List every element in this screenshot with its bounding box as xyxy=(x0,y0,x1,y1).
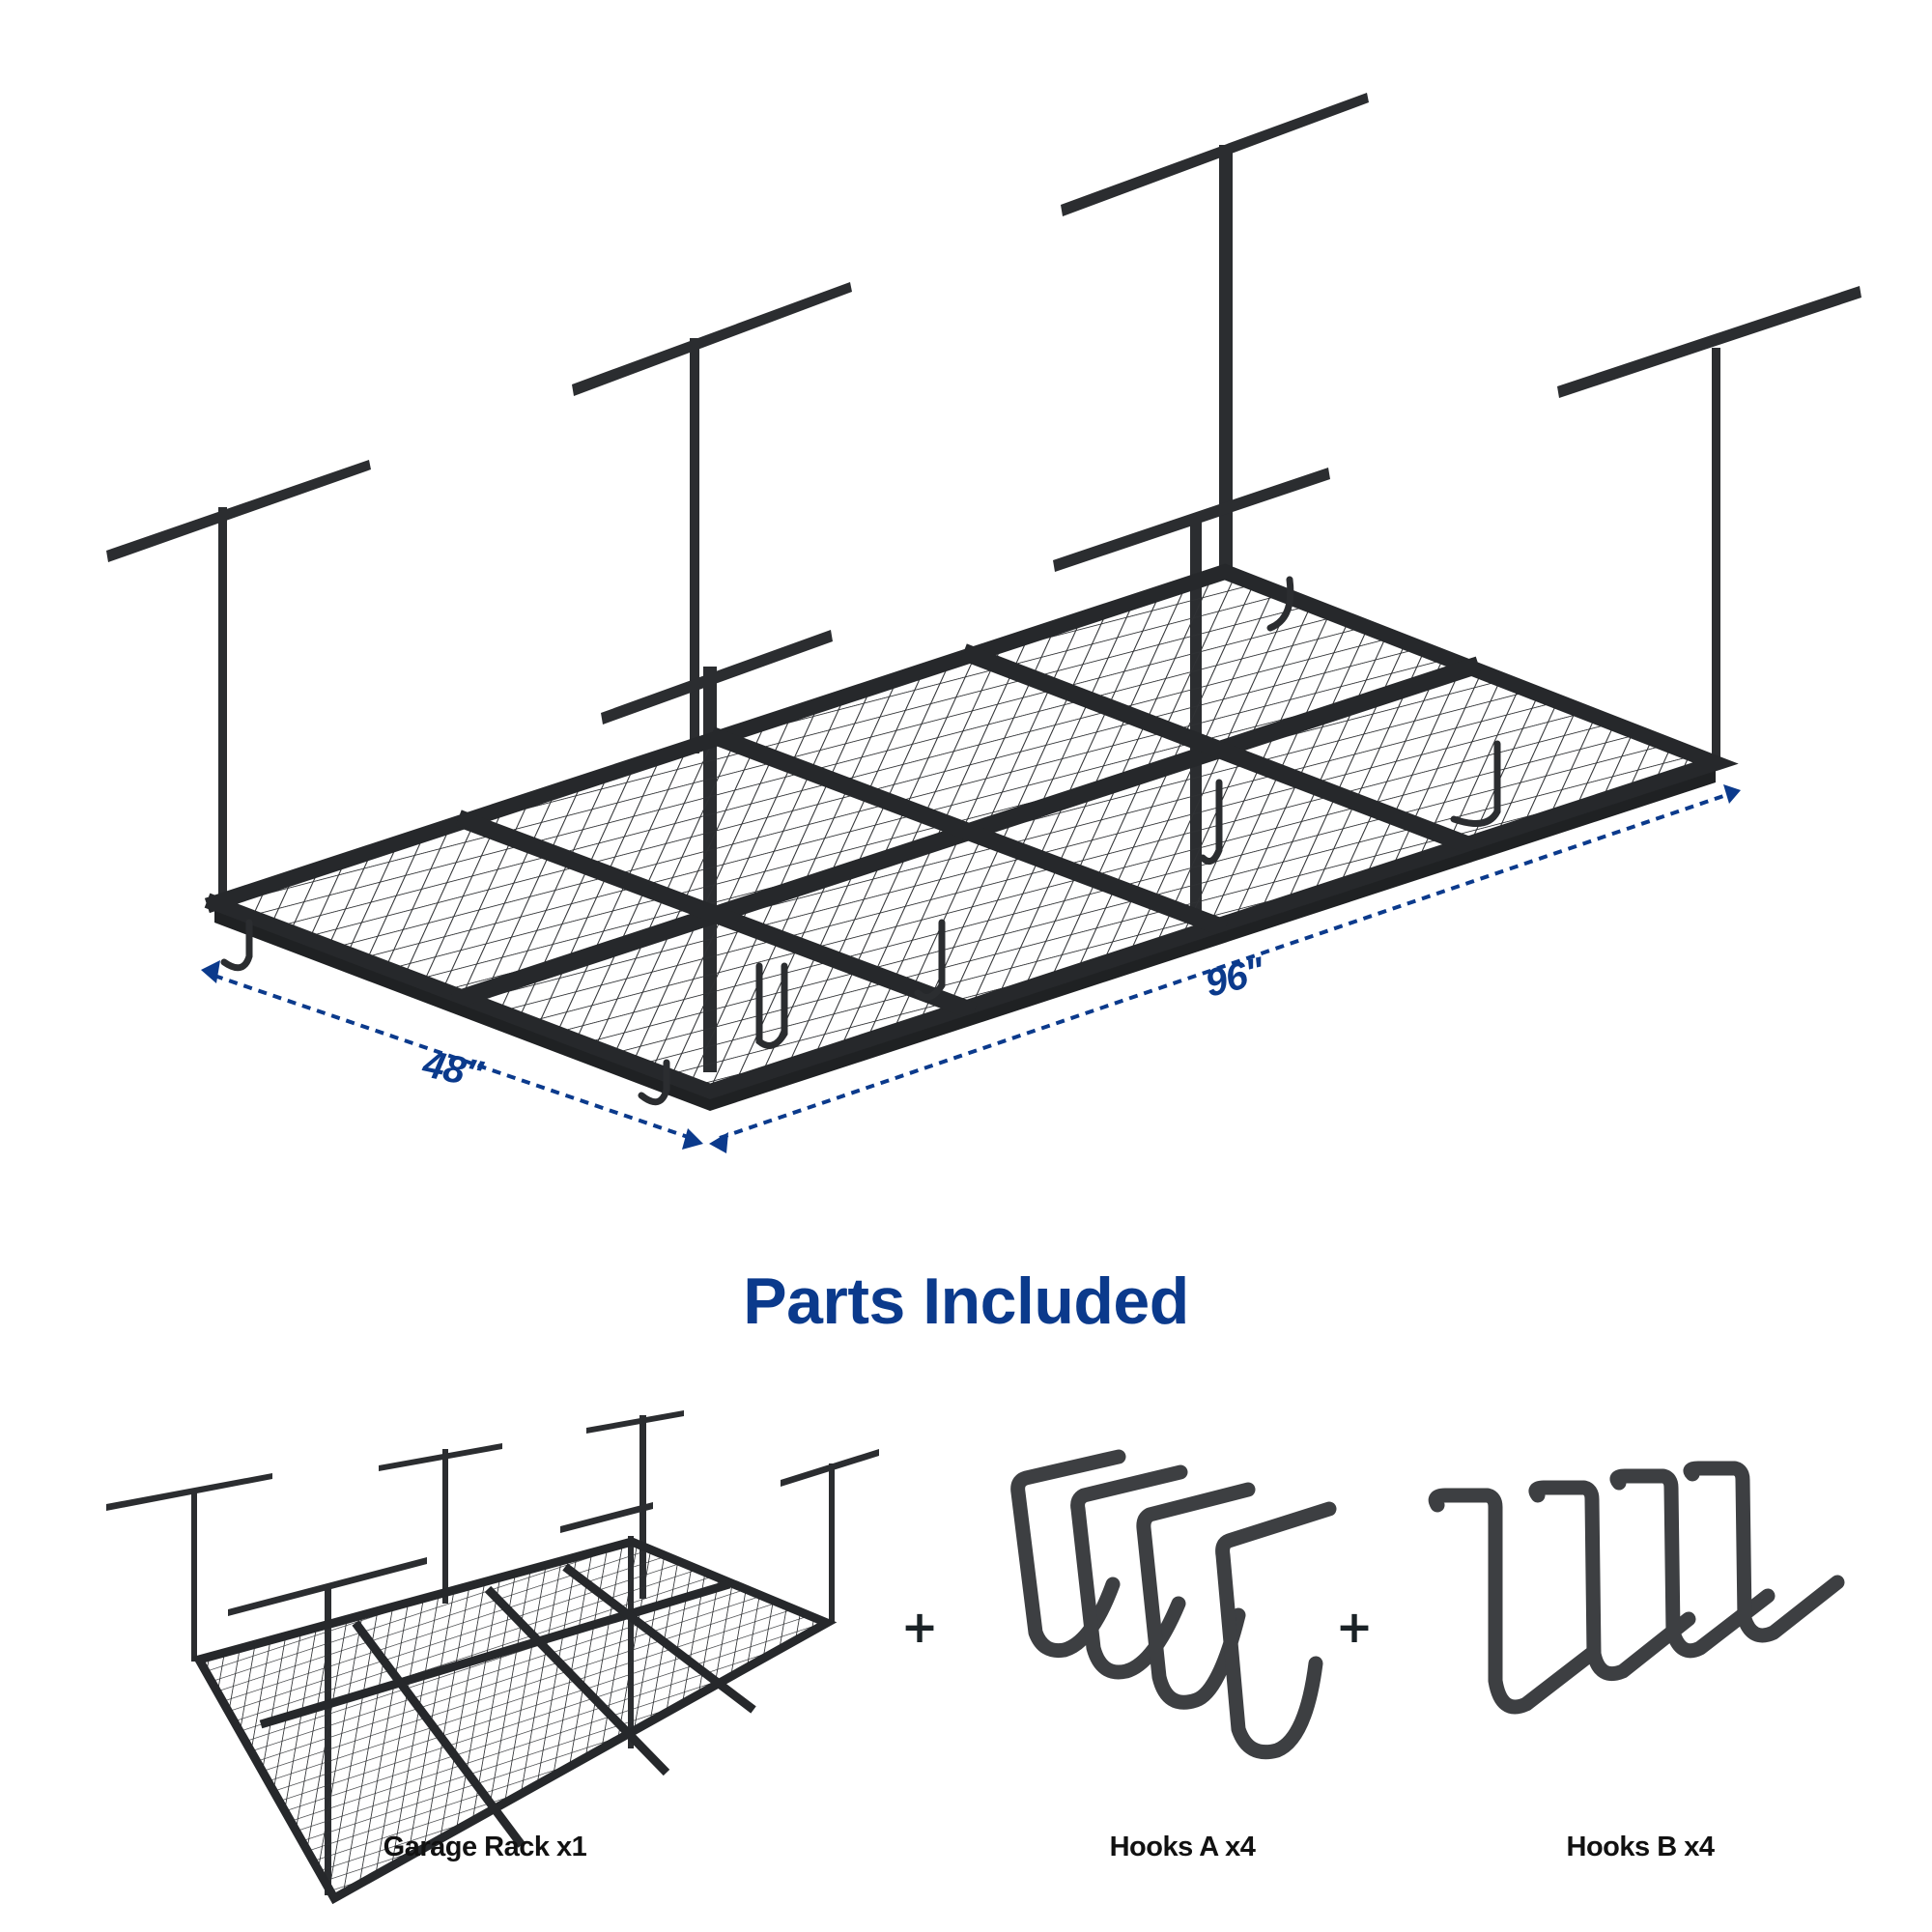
part-caption-hooks-a: Hooks A x4 xyxy=(1109,1832,1256,1862)
parts-included-title: Parts Included xyxy=(743,1264,1189,1338)
plus-separator-1: + xyxy=(900,1601,939,1653)
part-caption-hooks-b: Hooks B x4 xyxy=(1566,1832,1715,1862)
plus-separator-2: + xyxy=(1335,1601,1374,1653)
part-caption-garage-rack: Garage Rack x1 xyxy=(383,1832,587,1862)
